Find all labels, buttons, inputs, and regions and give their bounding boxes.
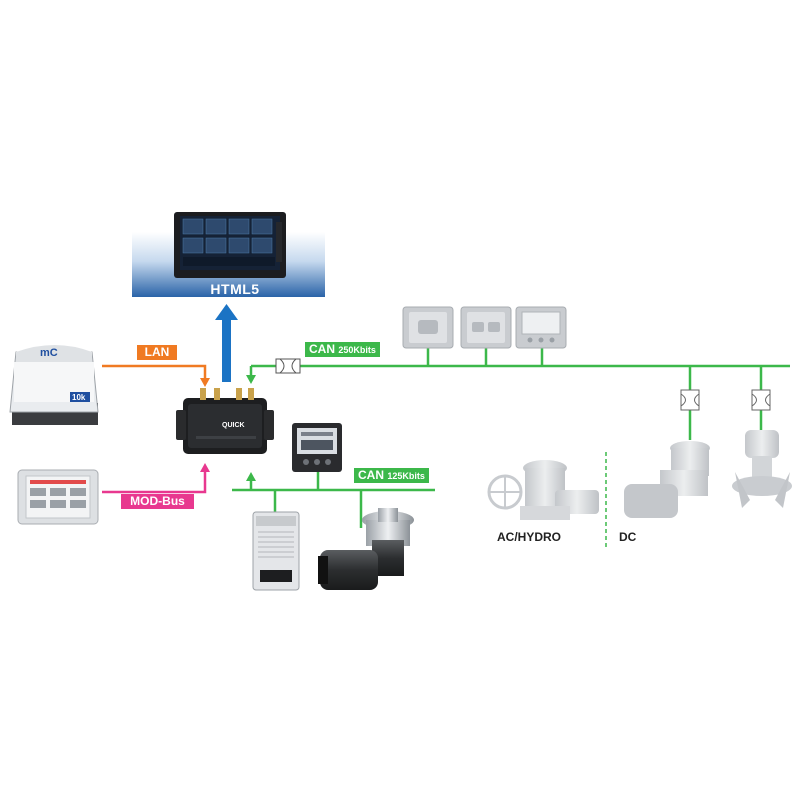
- thruster-dc: [732, 430, 792, 508]
- can-250-name: CAN: [309, 342, 335, 356]
- html5-label: HTML5: [210, 281, 260, 297]
- windlass-dc: [624, 441, 710, 518]
- gateway-unit: QUICK: [176, 388, 274, 454]
- can-125-speed: 125Kbits: [387, 471, 425, 481]
- html5-arrow: [215, 304, 238, 382]
- control-panel-1: [402, 306, 454, 349]
- can-125-name: CAN: [358, 468, 384, 482]
- can-250-speed: 250Kbits: [338, 345, 376, 355]
- modbus-connector: [102, 463, 210, 494]
- multifunction-display: [174, 212, 286, 278]
- can-bus-250: [246, 348, 790, 440]
- control-panel-3: [515, 306, 567, 349]
- generator-badge: 10k: [72, 393, 86, 402]
- windlass-active: [318, 508, 414, 590]
- lan-connector: [102, 364, 210, 387]
- touch-panel: [17, 469, 99, 525]
- lan-label: LAN: [137, 345, 177, 360]
- windlass-ac-hydro: [487, 460, 599, 520]
- can-125-label: CAN 125Kbits: [354, 468, 429, 483]
- can-bus-125: [232, 472, 435, 528]
- battery-charger: [252, 511, 300, 591]
- generator-logo: mC: [40, 347, 58, 359]
- ac-hydro-label: AC/HYDRO: [497, 530, 562, 544]
- display-panel: [292, 423, 342, 472]
- can-250-label: CAN 250Kbits: [305, 342, 380, 357]
- dc-label: DC: [619, 530, 637, 544]
- gateway-brand: QUICK: [222, 422, 245, 429]
- generator-unit: mC 10k: [9, 345, 99, 425]
- modbus-label: MOD-Bus: [121, 494, 194, 509]
- control-panel-2: [460, 306, 512, 349]
